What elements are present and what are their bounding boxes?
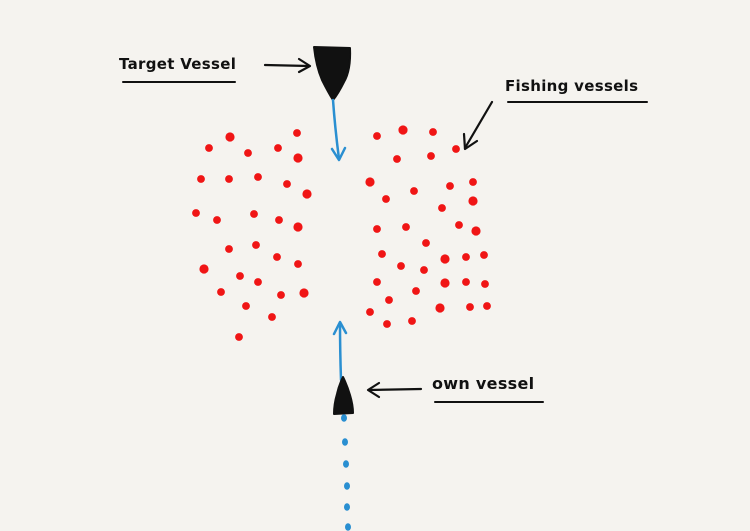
fishing-vessel-dot-icon bbox=[471, 226, 481, 236]
fishing-vessel-dot-icon bbox=[408, 317, 416, 325]
fishing-vessel-dot-icon bbox=[398, 125, 408, 135]
fishing-vessel-dot-icon bbox=[393, 155, 401, 163]
fishing-vessel-dot-icon bbox=[455, 221, 463, 229]
fishing-vessel-dot-icon bbox=[422, 239, 430, 247]
vessel-up-icon bbox=[333, 376, 354, 415]
fishing-vessel-dot-icon bbox=[466, 303, 474, 311]
fishing-vessel-dot-icon bbox=[385, 296, 393, 304]
fishing-vessel-dot-icon bbox=[469, 178, 477, 186]
fishing-vessel-dot-icon bbox=[236, 272, 244, 280]
fishing-vessel-dot-icon bbox=[274, 144, 282, 152]
fishing-vessel-dot-icon bbox=[373, 132, 381, 140]
fishing-vessels-label-text: Fishing vessels bbox=[505, 77, 639, 95]
fishing-vessel-dot-icon bbox=[452, 145, 460, 153]
own-vessel-pointer-arrow bbox=[366, 381, 423, 399]
wake-dot bbox=[344, 482, 350, 490]
fishing-vessel-dot-icon bbox=[373, 278, 381, 286]
target-vessel bbox=[313, 46, 352, 162]
fishing-vessel-dot-icon bbox=[468, 196, 478, 206]
own-vessel-label: own vessel bbox=[432, 374, 545, 403]
wake-dot bbox=[342, 438, 348, 446]
vessel-down-icon bbox=[313, 46, 352, 101]
fishing-vessel-dot-icon bbox=[294, 260, 302, 268]
fishing-vessel-dot-icon bbox=[427, 152, 435, 160]
fishing-vessel-dot-icon bbox=[440, 278, 450, 288]
wake-dot bbox=[345, 523, 351, 531]
wake-dot bbox=[343, 460, 349, 468]
fishing-vessel-dot-icon bbox=[225, 245, 233, 253]
own-vessel-label-text: own vessel bbox=[432, 374, 535, 393]
fishing-vessel-dot-icon bbox=[410, 187, 418, 195]
target-vessel-pointer-arrow bbox=[263, 57, 312, 74]
fishing-vessel-dot-icon bbox=[429, 128, 437, 136]
fishing-vessel-dot-icon bbox=[254, 278, 262, 286]
fishing-vessel-dot-icon bbox=[299, 288, 309, 298]
fishing-vessel-dot-icon bbox=[293, 129, 301, 137]
fishing-vessel-dot-icon bbox=[252, 241, 260, 249]
fishing-vessel-dot-icon bbox=[481, 280, 489, 288]
fishing-vessel-dot-icon bbox=[250, 210, 258, 218]
fishing-vessels-label: Fishing vessels bbox=[505, 77, 649, 103]
fishing-vessel-dot-icon bbox=[225, 132, 235, 142]
fishing-vessel-dot-icon bbox=[273, 253, 281, 261]
fishing-vessels-pointer-arrow bbox=[462, 100, 494, 151]
fishing-vessel-dot-icon bbox=[383, 320, 391, 328]
fishing-vessel-dot-icon bbox=[293, 153, 303, 163]
target-vessel-label-text: Target Vessel bbox=[119, 55, 237, 73]
fishing-vessel-dot-icon bbox=[275, 216, 283, 224]
fishing-vessel-dot-icon bbox=[192, 209, 200, 217]
fishing-vessel-dot-icon bbox=[435, 303, 445, 313]
annotation-arrows bbox=[263, 57, 494, 399]
wake-dot bbox=[341, 414, 347, 422]
fishing-vessel-dot-icon bbox=[483, 302, 491, 310]
target-heading-arrowhead bbox=[330, 146, 347, 162]
own-heading-arrow bbox=[338, 321, 343, 382]
target-heading-arrow bbox=[331, 98, 341, 161]
fishing-vessel-dot-icon bbox=[217, 288, 225, 296]
fishing-vessel-dot-icon bbox=[197, 175, 205, 183]
fishing-vessel-dot-icon bbox=[213, 216, 221, 224]
own-vessel-label-underline bbox=[434, 401, 545, 403]
wake-dot bbox=[344, 503, 350, 511]
own-heading-arrowhead bbox=[332, 320, 348, 336]
fishing-vessel-dot-icon bbox=[366, 308, 374, 316]
fishing-vessel-dot-icon bbox=[199, 264, 209, 274]
fishing-vessel-dot-icon bbox=[440, 254, 450, 264]
fishing-vessel-dot-icon bbox=[462, 278, 470, 286]
fishing-vessel-dot-icon bbox=[402, 223, 410, 231]
fishing-vessels-label-underline bbox=[507, 101, 649, 103]
own-vessel-wake bbox=[341, 414, 351, 531]
fishing-vessel-dot-icon bbox=[277, 291, 285, 299]
fishing-vessel-dot-icon bbox=[382, 195, 390, 203]
fishing-vessel-dot-icon bbox=[378, 250, 386, 258]
fishing-vessel-dot-icon bbox=[420, 266, 428, 274]
fishing-vessel-dot-icon bbox=[446, 182, 454, 190]
fishing-vessel-dot-icon bbox=[293, 222, 303, 232]
fishing-vessel-dot-icon bbox=[244, 149, 252, 157]
fishing-vessel-dot-icon bbox=[480, 251, 488, 259]
fishing-vessel-dot-icon bbox=[438, 204, 446, 212]
fishing-vessel-dot-icon bbox=[268, 313, 276, 321]
fishing-vessel-dot-icon bbox=[412, 287, 420, 295]
fishing-vessel-dot-icon bbox=[365, 177, 375, 187]
own-vessel bbox=[332, 320, 354, 531]
fishing-vessel-dot-icon bbox=[225, 175, 233, 183]
fishing-vessel-dot-icon bbox=[373, 225, 381, 233]
fishing-vessel-dot-icon bbox=[283, 180, 291, 188]
fishing-vessel-dot-icon bbox=[397, 262, 405, 270]
fishing-vessel-dot-icon bbox=[205, 144, 213, 152]
fishing-vessel-dot-icon bbox=[462, 253, 470, 261]
fishing-vessel-dot-icon bbox=[242, 302, 250, 310]
target-vessel-label-underline bbox=[122, 81, 237, 83]
fishing-vessels bbox=[192, 125, 491, 341]
fishing-vessel-dot-icon bbox=[235, 333, 243, 341]
fishing-vessel-dot-icon bbox=[254, 173, 262, 181]
fishing-vessel-dot-icon bbox=[302, 189, 312, 199]
target-vessel-label: Target Vessel bbox=[119, 55, 237, 83]
